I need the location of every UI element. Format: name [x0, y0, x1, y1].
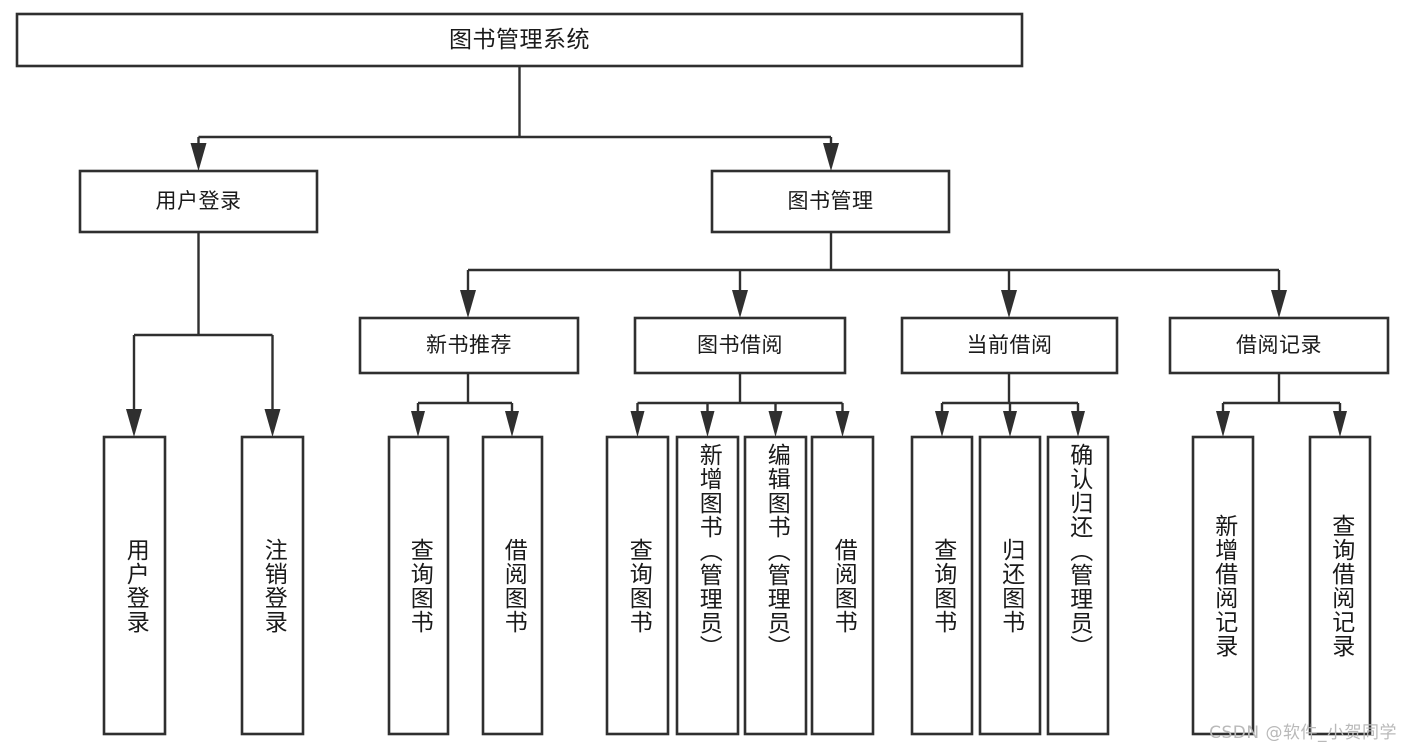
arrowhead-leaf-logout	[264, 409, 281, 437]
arrowhead-current-borrow	[1001, 290, 1017, 318]
arrowhead-book-borrow	[732, 290, 748, 318]
leaf-box-borrow-book[interactable]	[810, 435, 875, 736]
arrowhead-leaf-return-book	[1003, 411, 1017, 437]
arrowhead-leaf-query-book-rec	[411, 411, 425, 437]
arrowhead-leaf-confirm-return	[1071, 411, 1085, 437]
arrowhead-leaf-query-book-borrow	[630, 411, 645, 437]
node-box-new-book-recommend[interactable]	[358, 316, 580, 375]
leaf-box-query-book-borrow[interactable]	[605, 435, 670, 736]
leaf-box-add-borrow-record[interactable]	[1191, 435, 1255, 736]
node-box-current-borrow[interactable]	[900, 316, 1119, 375]
node-box-book-borrow[interactable]	[633, 316, 847, 375]
arrowhead-leaf-edit-book-admin	[768, 411, 783, 437]
node-box-user-login[interactable]	[78, 169, 319, 234]
arrowhead-leaf-add-borrow-record	[1216, 411, 1230, 437]
arrowhead-leaf-borrow-book-rec	[505, 411, 519, 437]
arrowhead-book-management	[823, 143, 839, 171]
arrowhead-leaf-add-book-admin	[700, 411, 715, 437]
leaf-box-user-login[interactable]	[102, 435, 167, 736]
arrowhead-user-login	[190, 143, 207, 171]
arrowhead-leaf-borrow-book	[835, 411, 850, 437]
leaf-box-add-book-admin[interactable]	[675, 435, 740, 736]
arrowhead-leaf-query-borrow-record	[1333, 411, 1347, 437]
arrowhead-new-book-recommend	[460, 290, 476, 318]
leaf-box-query-book-rec[interactable]	[387, 435, 450, 736]
leaf-box-query-book-current[interactable]	[910, 435, 974, 736]
leaf-box-confirm-return-admin[interactable]	[1046, 435, 1110, 736]
leaf-box-borrow-book-rec[interactable]	[481, 435, 544, 736]
node-box-root[interactable]	[15, 12, 1024, 68]
csdn-watermark: CSDN @软件_小贺同学	[1209, 723, 1397, 743]
arrowhead-leaf-user-login	[126, 409, 142, 437]
arrowhead-borrow-record	[1271, 290, 1287, 318]
node-box-borrow-record[interactable]	[1168, 316, 1390, 375]
arrowhead-leaf-query-book-current	[935, 411, 949, 437]
leaf-box-query-borrow-record[interactable]	[1308, 435, 1372, 736]
leaf-box-edit-book-admin[interactable]	[743, 435, 808, 736]
leaf-box-return-book[interactable]	[978, 435, 1042, 736]
leaf-box-logout[interactable]	[240, 435, 305, 736]
node-box-book-management[interactable]	[710, 169, 951, 234]
